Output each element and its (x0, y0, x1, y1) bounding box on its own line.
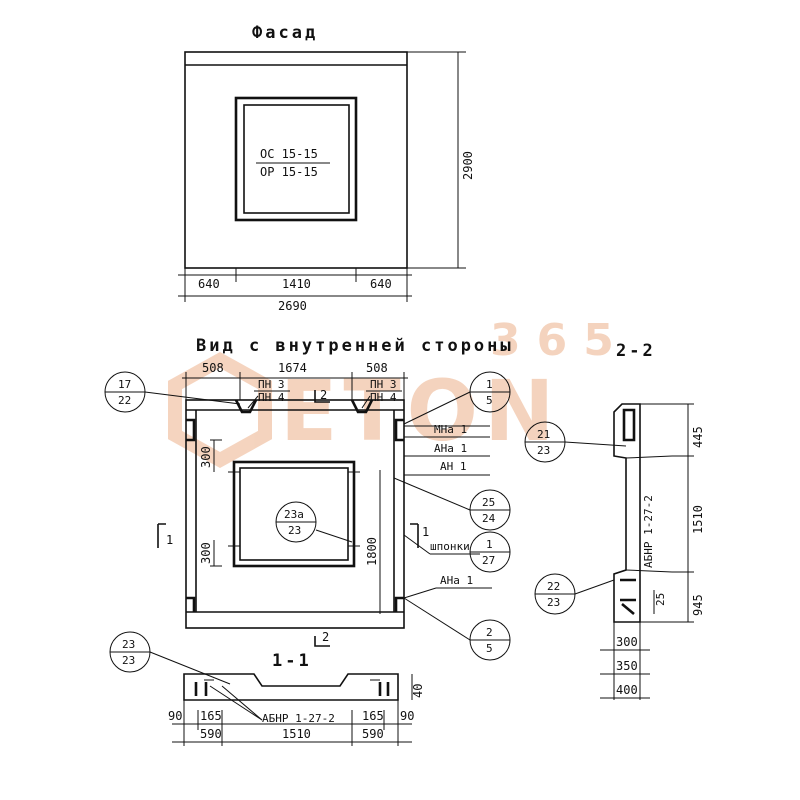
facade-mark-bottom: ОР 15-15 (260, 165, 318, 179)
svg-text:23а: 23а (284, 508, 304, 521)
svg-text:1: 1 (486, 378, 493, 391)
inner-view: Вид с внутренней стороны 508 1674 508 ПН… (104, 336, 514, 661)
svg-text:17: 17 (118, 378, 131, 391)
callout-17-22: 17 22 (104, 371, 241, 413)
svg-text:2: 2 (486, 626, 493, 639)
facade-dim-height: 2900 (461, 151, 475, 180)
facade-dim-total: 2690 (278, 299, 307, 313)
callout-23a-23: 23а 23 (275, 501, 353, 543)
svg-text:23: 23 (547, 596, 560, 609)
label-an1: АН 1 (440, 460, 467, 473)
svg-text:25: 25 (482, 496, 495, 509)
inner-dim-right: 508 (366, 361, 388, 375)
section-2-2-dim-350: 350 (616, 659, 638, 673)
section-1-1-dim-90-left: 90 (168, 709, 182, 723)
section-1-1-dim-90-right: 90 (400, 709, 414, 723)
svg-text:5: 5 (486, 394, 493, 407)
inner-dim-middle: 1674 (278, 361, 307, 375)
section-2-2-dim-1510: 1510 (691, 505, 705, 534)
inner-panel (185, 399, 405, 629)
facade-mark-top: ОС 15-15 (260, 147, 318, 161)
label-pn3-left: ПН 3 (258, 378, 285, 391)
section-2-2-dim-445: 445 (691, 426, 705, 448)
section-2-2-dim-400: 400 (616, 683, 638, 697)
svg-text:22: 22 (547, 580, 560, 593)
svg-text:27: 27 (482, 554, 495, 567)
section-1-1-dim-165-left: 165 (200, 709, 222, 723)
callout-25-24: 25 24 (393, 477, 511, 531)
section-1-1-label-abnr: АБНР 1-27-2 (262, 712, 335, 725)
callout-1-27: 1 27 (469, 531, 511, 573)
facade-panel (184, 51, 408, 269)
callout-2-5: 2 5 (403, 597, 511, 661)
section-2-2-title: 2-2 (616, 341, 656, 361)
section-1-1-dim-590-right: 590 (362, 727, 384, 741)
inner-dim-1800: 1800 (365, 537, 379, 566)
label-ana1-top: АНа 1 (434, 442, 467, 455)
callout-22-23: 22 23 (534, 573, 615, 615)
facade-dim-left: 640 (198, 277, 220, 291)
watermark-word: ETON (280, 362, 560, 460)
watermark-number: 365 (490, 315, 630, 366)
facade-title: Фасад (252, 23, 318, 43)
label-pn4-right: ПН 4 (370, 391, 397, 404)
callout-23-23: 23 23 (109, 631, 231, 685)
section-1-1-dim-165-right: 165 (362, 709, 384, 723)
svg-text:23: 23 (537, 444, 550, 457)
svg-text:23: 23 (288, 524, 301, 537)
svg-text:5: 5 (486, 642, 493, 655)
watermark-logo-icon (168, 351, 272, 469)
section-mark-1-right: 1 (422, 525, 429, 539)
section-1-1-outline (183, 673, 399, 701)
section-mark-2-bottom: 2 (322, 630, 329, 644)
svg-text:23: 23 (122, 654, 135, 667)
section-1-1-title: 1-1 (272, 651, 312, 671)
inner-dim-left: 508 (202, 361, 224, 375)
svg-text:23: 23 (122, 638, 135, 651)
label-ana1-bottom: АНа 1 (440, 574, 473, 587)
label-pn4-left: ПН 4 (258, 391, 285, 404)
section-1-1-dim-1510: 1510 (282, 727, 311, 741)
inner-dim-300-top: 300 (199, 446, 213, 468)
svg-text:22: 22 (118, 394, 131, 407)
svg-text:21: 21 (537, 428, 550, 441)
facade-dim-right: 640 (370, 277, 392, 291)
facade-dim-middle: 1410 (282, 277, 311, 291)
section-1-1: 1-1 23 23 АБНР 1-27-2 40 90 165 165 90 5… (109, 631, 425, 746)
svg-text:24: 24 (482, 512, 496, 525)
label-pn3-right: ПН 3 (370, 378, 397, 391)
section-1-1-dim-40: 40 (411, 684, 425, 698)
inner-dim-300-bottom: 300 (199, 542, 213, 564)
facade-window-inner (243, 104, 350, 214)
inner-view-title: Вид с внутренней стороны (196, 336, 514, 356)
section-2-2-dim-300: 300 (616, 635, 638, 649)
section-mark-2-top: 2 (320, 388, 327, 402)
section-2-2-dim-945: 945 (691, 594, 705, 616)
section-mark-1-left: 1 (166, 533, 173, 547)
svg-text:1: 1 (486, 538, 493, 551)
section-2-2-label-abnr: АБНР 1-27-2 (642, 495, 655, 568)
section-2-2-outline (613, 403, 641, 623)
callout-1-5: 1 5 (403, 371, 511, 425)
label-shponki: шпонки (430, 540, 470, 553)
facade-view: Фасад ОС 15-15 ОР 15-15 2900 640 1410 64… (178, 23, 475, 313)
facade-window-outer (234, 96, 358, 222)
inner-window-opening (239, 467, 349, 561)
inner-window-frame (232, 460, 356, 568)
label-mna1: МНа 1 (434, 423, 467, 436)
section-2-2: 2-2 АБНР 1-27-2 21 23 22 23 445 1510 945 (524, 341, 705, 700)
section-1-1-dim-590-left: 590 (200, 727, 222, 741)
callout-21-23: 21 23 (524, 421, 627, 463)
section-2-2-dim-25: 25 (654, 593, 667, 606)
